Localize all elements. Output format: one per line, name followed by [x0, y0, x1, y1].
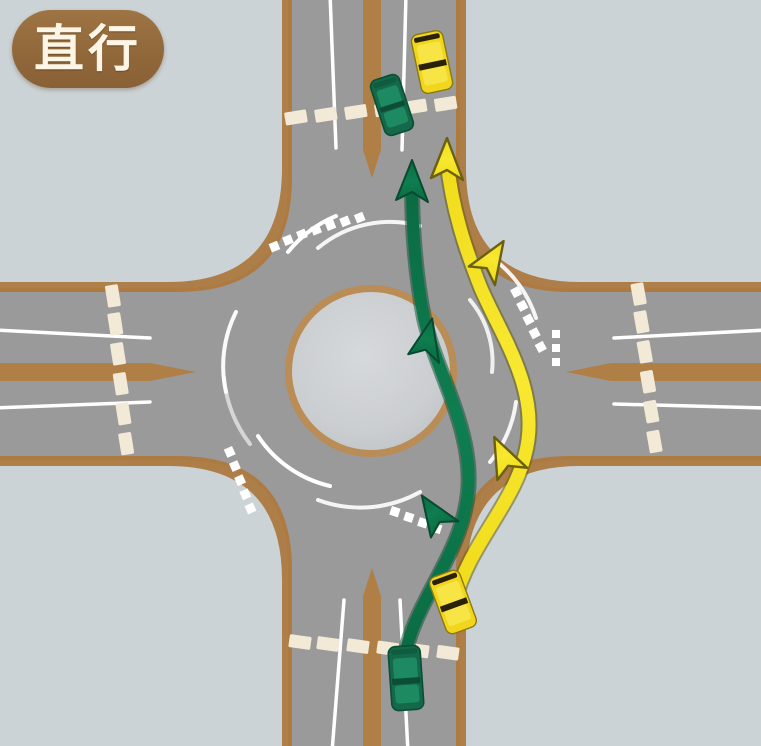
crosswalk-west [104, 284, 135, 456]
green-arrowhead-lower-mid [420, 494, 460, 539]
give-way-dotted-lines [223, 211, 560, 535]
circulatory-lane-lines [221, 214, 538, 510]
median-south [363, 568, 381, 746]
median-west [0, 363, 196, 381]
yellow-arrowhead-upper-mid [467, 239, 505, 287]
green-car-south-entry [387, 644, 425, 712]
green-arrowhead-top [395, 159, 429, 203]
yellow-straight-path [429, 136, 538, 609]
yellow-arrowhead-top [429, 136, 465, 182]
mode-badge: 直行 [12, 10, 164, 88]
yellow-car-south-entry [428, 569, 478, 635]
central-island [285, 285, 457, 457]
yellow-arrowhead-lower-mid [493, 435, 529, 482]
mode-badge-label: 直行 [34, 20, 142, 78]
median-east [566, 363, 761, 381]
crosswalk-south [288, 634, 460, 661]
green-car-north-exit [369, 73, 415, 137]
crosswalk-east [630, 282, 663, 454]
green-arrowhead-upper-mid [407, 317, 441, 364]
yellow-car-north-exit [410, 29, 454, 95]
